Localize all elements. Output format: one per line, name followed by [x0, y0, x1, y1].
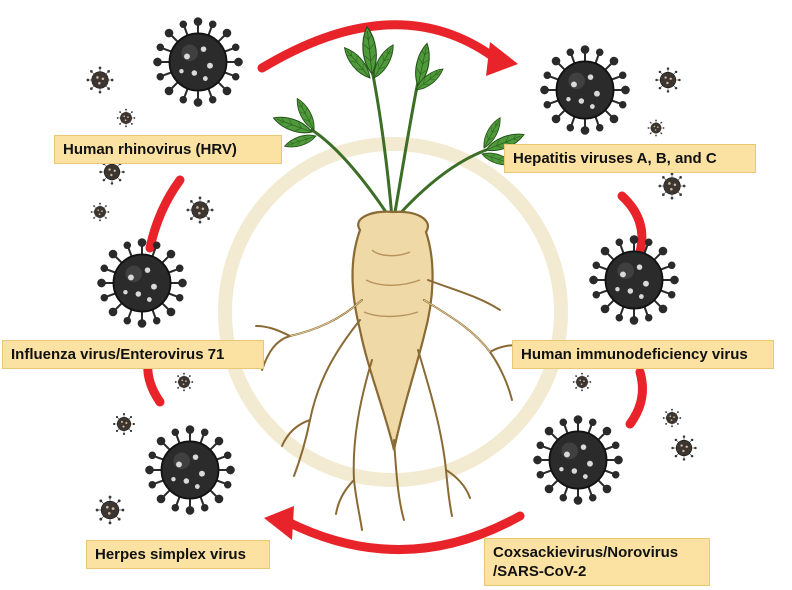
bottom-arrowhead-icon: [264, 506, 294, 540]
small-virus-icon: [662, 408, 682, 428]
label-hrv-text: Human rhinovirus (HRV): [63, 141, 237, 158]
small-virus-icon: [647, 119, 665, 137]
label-hiv-text: Human immunodeficiency virus: [521, 346, 748, 363]
label-hrv: Human rhinovirus (HRV): [54, 135, 282, 164]
small-virus-icon: [174, 372, 194, 392]
right-upper-arc: [617, 191, 647, 257]
bottom-cycle-arrow: [283, 511, 525, 554]
small-virus-icon: [113, 413, 135, 435]
small-virus-icon: [671, 435, 697, 461]
label-influenza: Influenza virus/Enterovirus 71: [2, 340, 264, 369]
label-coxsackie-line1: Coxsackievirus/Norovirus: [493, 544, 679, 561]
small-virus-icon: [655, 67, 681, 93]
label-influenza-text: Influenza virus/Enterovirus 71: [11, 346, 225, 363]
small-virus-icon: [186, 196, 214, 224]
virus-hiv-icon: [589, 235, 679, 325]
small-virus-icon: [116, 108, 136, 128]
small-virus-icon: [86, 66, 114, 94]
virus-hepatitis-icon: [540, 45, 630, 135]
label-hiv: Human immunodeficiency virus: [512, 340, 774, 369]
top-arrowhead-icon: [486, 42, 518, 76]
small-virus-icon: [90, 202, 110, 222]
label-coxsackie-line2: /SARS-CoV-2: [493, 563, 587, 580]
virus-influenza-icon: [97, 238, 187, 328]
background-ring: [218, 137, 568, 487]
virus-hrv-icon: [153, 17, 243, 107]
label-coxsackie: Coxsackievirus/Norovirus /SARS-CoV-2: [484, 538, 710, 586]
label-herpes-text: Herpes simplex virus: [95, 546, 246, 563]
left-upper-arc: [145, 175, 185, 253]
ginseng-plant-icon: [255, 25, 527, 531]
virus-coxsackie-icon: [533, 415, 623, 505]
label-herpes: Herpes simplex virus: [86, 540, 270, 569]
right-lower-arc: [625, 367, 647, 429]
label-hepatitis-text: Hepatitis viruses A, B, and C: [513, 150, 717, 167]
label-hepatitis: Hepatitis viruses A, B, and C: [504, 144, 756, 173]
virus-herpes-icon: [145, 425, 235, 515]
top-cycle-arrow: [257, 20, 497, 73]
small-virus-icon: [658, 172, 686, 200]
small-virus-icon: [95, 495, 125, 525]
small-virus-icon: [572, 372, 592, 392]
